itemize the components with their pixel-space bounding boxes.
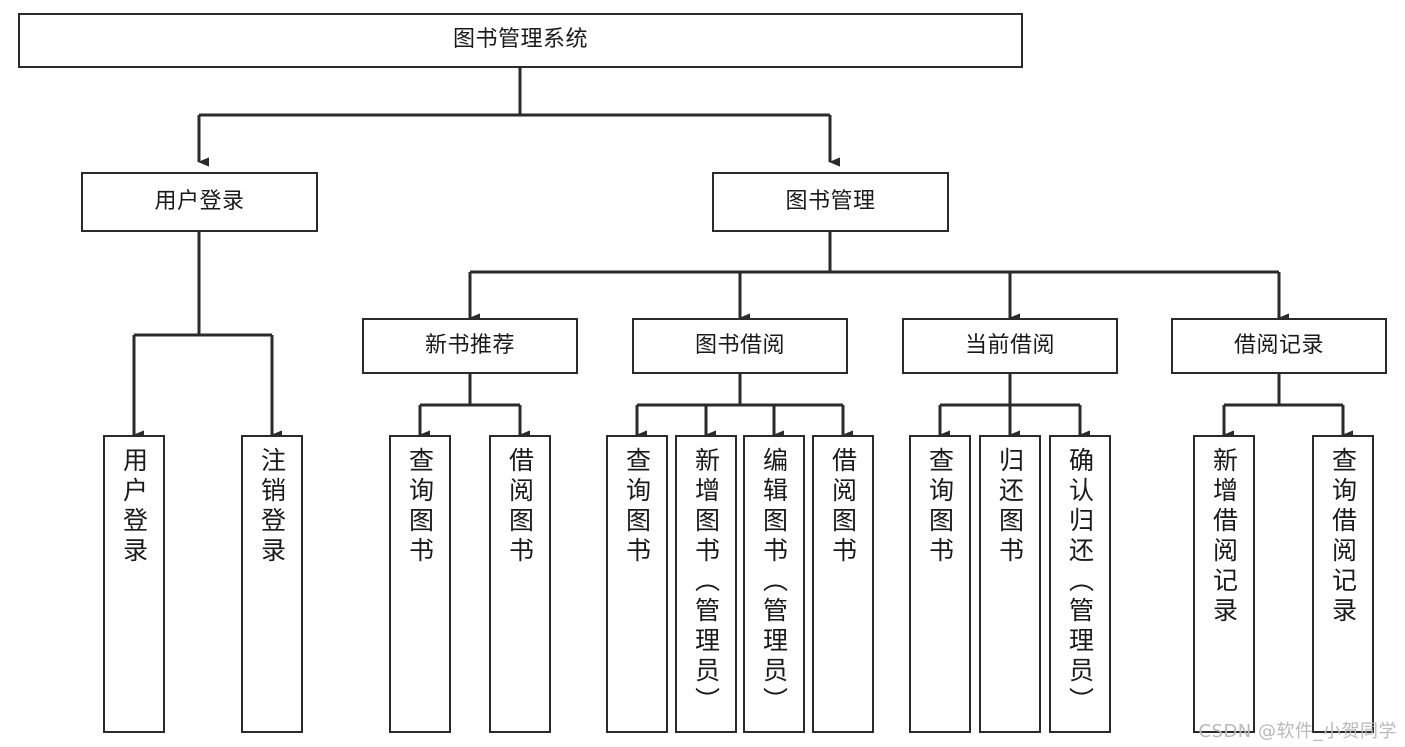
node-label: 用户登录 [154,188,245,214]
node-label: 借阅图书 [828,447,858,567]
node-leaf-confirm-return[interactable]: 确认归还（管理员） [1049,435,1111,733]
node-root-book-management-system[interactable]: 图书管理系统 [18,13,1023,68]
node-label: 当前借阅 [964,332,1055,358]
node-label: 借阅记录 [1233,332,1324,358]
node-label: 图书管理系统 [452,27,588,53]
node-leaf-query-book-current[interactable]: 查询图书 [909,435,971,733]
node-label: 图书管理 [785,188,876,214]
node-leaf-query-book-recommend[interactable]: 查询图书 [389,435,451,733]
node-label: 注销登录 [257,447,287,567]
node-label: 借阅图书 [505,447,535,567]
node-leaf-edit-book[interactable]: 编辑图书（管理员） [743,435,805,733]
node-leaf-query-book-borrow[interactable]: 查询图书 [606,435,668,733]
node-leaf-return-book[interactable]: 归还图书 [979,435,1041,733]
node-leaf-user-login[interactable]: 用户登录 [103,435,165,733]
node-label: 查询图书 [622,447,652,567]
node-label: 查询图书 [405,447,435,567]
node-book-borrow[interactable]: 图书借阅 [632,318,848,374]
node-leaf-logout[interactable]: 注销登录 [241,435,303,733]
node-label: 确认归还（管理员） [1065,447,1095,717]
node-label: 新增借阅记录 [1209,447,1239,627]
node-leaf-borrow-book[interactable]: 借阅图书 [812,435,874,733]
node-label: 查询借阅记录 [1328,447,1358,627]
node-leaf-query-borrow-record[interactable]: 查询借阅记录 [1312,435,1374,733]
csdn-watermark: CSDN @软件_小贺同学 [1198,721,1397,742]
node-leaf-add-borrow-record[interactable]: 新增借阅记录 [1193,435,1255,733]
node-label: 新增图书（管理员） [691,447,721,717]
node-label: 用户登录 [119,447,149,567]
node-current-borrow[interactable]: 当前借阅 [902,318,1118,374]
node-label: 新书推荐 [424,332,515,358]
node-label: 编辑图书（管理员） [759,447,789,717]
node-borrow-record[interactable]: 借阅记录 [1171,318,1387,374]
node-leaf-borrow-book-recommend[interactable]: 借阅图书 [489,435,551,733]
node-label: 图书借阅 [694,332,785,358]
node-label: 归还图书 [995,447,1025,567]
node-new-book-recommend[interactable]: 新书推荐 [362,318,578,374]
node-book-management[interactable]: 图书管理 [712,172,949,232]
node-label: 查询图书 [925,447,955,567]
node-user-login[interactable]: 用户登录 [81,172,318,232]
node-leaf-add-book[interactable]: 新增图书（管理员） [675,435,737,733]
